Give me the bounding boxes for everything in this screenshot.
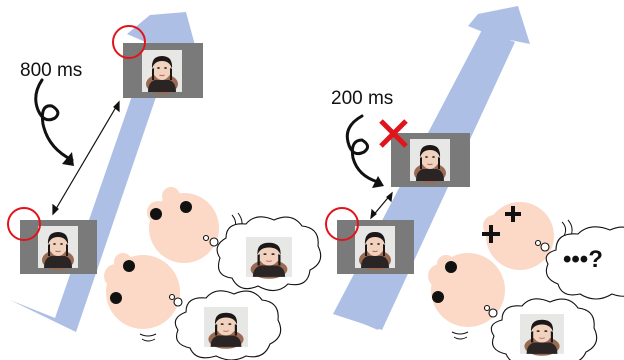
left-observer-lower (104, 253, 180, 329)
left-bottom-face-photo (37, 225, 79, 271)
left-interval-double-arrow (52, 100, 120, 216)
left-lower-thought-face-photo (203, 306, 249, 350)
right-observer-upper (483, 202, 554, 270)
right-squiggle-arrow (345, 114, 380, 184)
right-bottom-face-photo (354, 225, 396, 271)
left-observer-upper (147, 187, 219, 263)
right-squiggle-arrowhead (372, 176, 384, 188)
left-panel (7, 12, 322, 360)
right-timing-label: 200 ms (331, 88, 394, 109)
left-squiggle-arrowhead (62, 152, 74, 166)
right-bottom-red-circle-marker (325, 207, 359, 241)
right-motion-mark-lower (451, 331, 469, 340)
right-top-face-photo (409, 138, 451, 184)
right-red-x-mark (379, 119, 408, 148)
left-upper-thought-face-photo (245, 236, 293, 280)
left-timing-label: 800 ms (20, 60, 83, 81)
right-thought-bubble-upper (534, 226, 624, 300)
left-squiggle-arrow (34, 78, 74, 162)
left-motion-mark-lower (139, 333, 157, 342)
right-panel (325, 6, 624, 360)
left-bottom-red-circle-marker (7, 207, 41, 241)
right-interval-double-arrow (370, 191, 393, 220)
right-thought-text: •••? (563, 246, 603, 273)
left-top-red-circle-marker (112, 25, 146, 59)
right-lower-thought-face-photo (519, 313, 565, 357)
right-plus-signs (482, 206, 521, 243)
left-top-face-photo (141, 49, 183, 95)
